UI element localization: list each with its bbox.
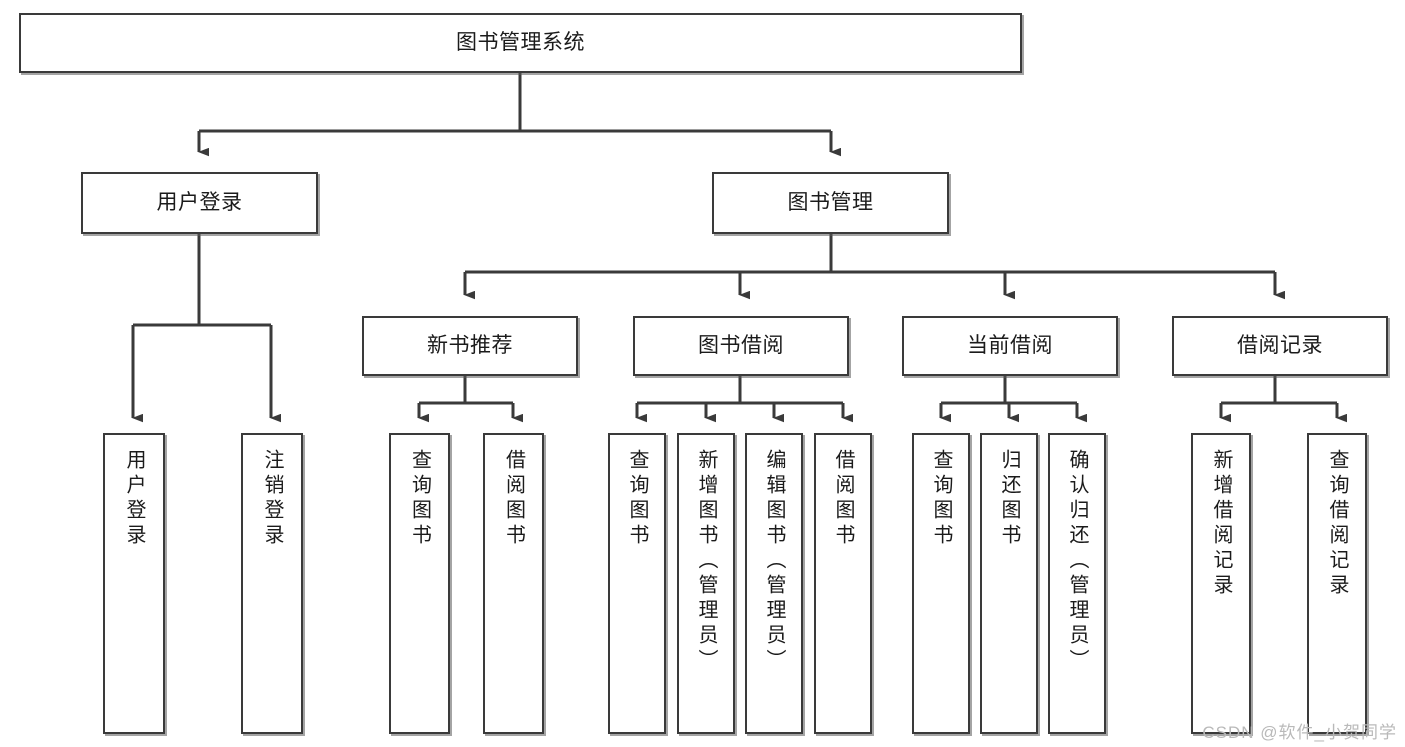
node-leaf-add-book[interactable]: 新增图书（管理员） <box>677 433 735 734</box>
leaf-text-wrap: 编辑图书（管理员） <box>747 449 801 674</box>
leaf-text-wrap: 归还图书 <box>982 449 1036 549</box>
leaf-text-wrap: 查询图书 <box>391 449 448 549</box>
node-book-borrow-label: 图书借阅 <box>698 334 784 358</box>
node-leaf-query-book-2[interactable]: 查询图书 <box>608 433 666 734</box>
watermark-label: CSDN @软件_小贺同学 <box>1202 723 1397 742</box>
leaf-text-wrap: 确认归还（管理员） <box>1050 449 1104 674</box>
node-book-manage[interactable]: 图书管理 <box>712 172 949 234</box>
node-leaf-query-book-3[interactable]: 查询图书 <box>912 433 970 734</box>
leaf-text-wrap: 查询图书 <box>610 449 664 549</box>
node-leaf-user-login[interactable]: 用户登录 <box>103 433 165 734</box>
leaf-text-wrap: 新增图书（管理员） <box>679 449 733 674</box>
node-leaf-confirm-return[interactable]: 确认归还（管理员） <box>1048 433 1106 734</box>
node-leaf-borrow-book-2[interactable]: 借阅图书 <box>814 433 872 734</box>
node-leaf-query-book-2-label: 查询图书 <box>626 449 648 549</box>
node-leaf-query-book-3-label: 查询图书 <box>930 449 952 549</box>
leaf-text-wrap: 查询借阅记录 <box>1309 449 1365 599</box>
node-book-manage-label: 图书管理 <box>787 191 874 215</box>
node-leaf-return-book-label: 归还图书 <box>998 449 1020 549</box>
leaf-text-wrap: 借阅图书 <box>485 449 542 549</box>
leaf-text-wrap: 注销登录 <box>243 449 301 549</box>
node-borrow-record-label: 借阅记录 <box>1237 334 1323 358</box>
node-leaf-add-record-label: 新增借阅记录 <box>1210 449 1232 599</box>
node-new-book-recommend[interactable]: 新书推荐 <box>362 316 578 376</box>
node-current-borrow[interactable]: 当前借阅 <box>902 316 1118 376</box>
node-leaf-query-book-1-label: 查询图书 <box>408 449 431 549</box>
node-user-login-label: 用户登录 <box>156 191 243 215</box>
leaf-text-wrap: 新增借阅记录 <box>1193 449 1249 599</box>
leaf-text-wrap: 借阅图书 <box>816 449 870 549</box>
node-leaf-query-record-label: 查询借阅记录 <box>1326 449 1348 599</box>
leaf-text-wrap: 查询图书 <box>914 449 968 549</box>
node-leaf-edit-book-label: 编辑图书（管理员） <box>763 449 785 674</box>
node-leaf-user-logout-label: 注销登录 <box>261 449 283 549</box>
node-user-login[interactable]: 用户登录 <box>81 172 318 234</box>
node-leaf-user-logout[interactable]: 注销登录 <box>241 433 303 734</box>
node-leaf-confirm-return-label: 确认归还（管理员） <box>1066 449 1088 674</box>
node-leaf-borrow-book-1[interactable]: 借阅图书 <box>483 433 544 734</box>
leaf-text-wrap: 用户登录 <box>105 449 163 549</box>
node-root[interactable]: 图书管理系统 <box>19 13 1022 73</box>
node-new-book-recommend-label: 新书推荐 <box>427 334 513 358</box>
node-leaf-query-record[interactable]: 查询借阅记录 <box>1307 433 1367 734</box>
node-leaf-add-book-label: 新增图书（管理员） <box>695 449 717 674</box>
node-book-borrow[interactable]: 图书借阅 <box>633 316 849 376</box>
node-current-borrow-label: 当前借阅 <box>967 334 1053 358</box>
node-leaf-query-book-1[interactable]: 查询图书 <box>389 433 450 734</box>
node-leaf-user-login-label: 用户登录 <box>123 449 145 549</box>
node-leaf-edit-book[interactable]: 编辑图书（管理员） <box>745 433 803 734</box>
node-leaf-return-book[interactable]: 归还图书 <box>980 433 1038 734</box>
node-root-label: 图书管理系统 <box>456 31 585 55</box>
node-leaf-borrow-book-1-label: 借阅图书 <box>502 449 525 549</box>
node-leaf-add-record[interactable]: 新增借阅记录 <box>1191 433 1251 734</box>
node-borrow-record[interactable]: 借阅记录 <box>1172 316 1388 376</box>
node-leaf-borrow-book-2-label: 借阅图书 <box>832 449 854 549</box>
